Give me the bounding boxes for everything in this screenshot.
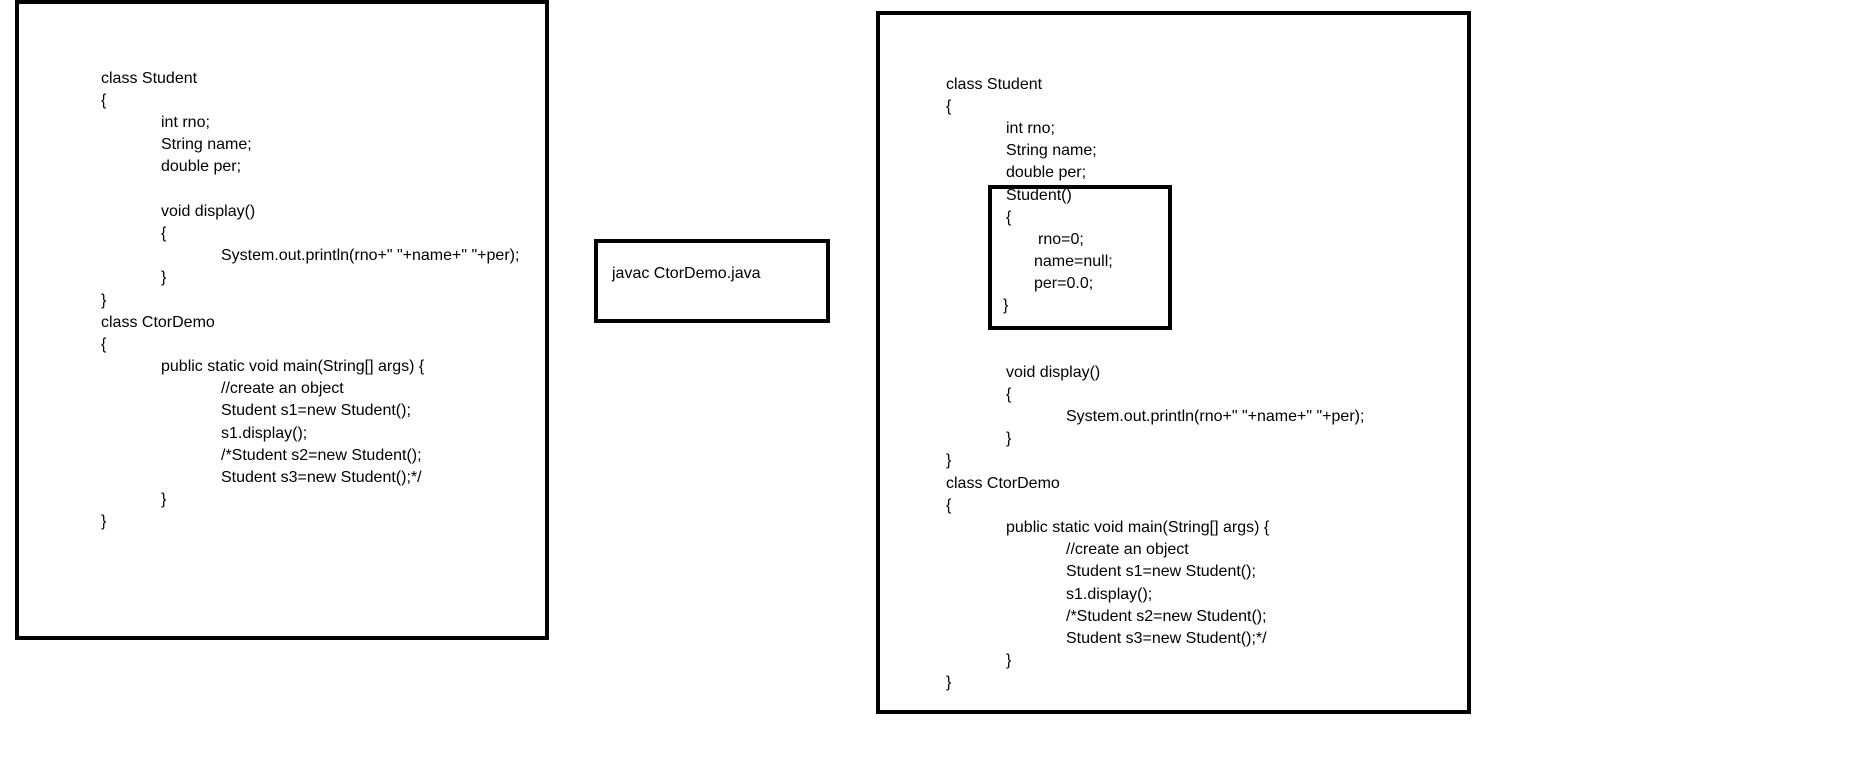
left-code-line: class Student	[101, 70, 198, 87]
right-code-line: }	[1006, 652, 1012, 669]
left-code-line: }	[161, 491, 167, 508]
left-code-line: Student s3=new Student();*/	[221, 469, 422, 486]
left-code-line: //create an object	[221, 380, 344, 397]
right-code-line: double per;	[1006, 164, 1087, 181]
right-code-line: public static void main(String[] args) {	[1006, 519, 1270, 536]
right-code-line: /*Student s2=new Student();	[1066, 608, 1267, 625]
right-code-line: int rno;	[1006, 120, 1055, 137]
left-code-line: class CtorDemo	[101, 314, 215, 331]
compile-command-text: javac CtorDemo.java	[612, 265, 761, 282]
right-code-line: rno=0;	[1038, 231, 1084, 248]
left-code-line: String name;	[161, 136, 252, 153]
constructor-highlight-box	[988, 185, 1172, 330]
left-code-box	[15, 0, 549, 640]
right-code-line: }	[1006, 430, 1012, 447]
right-code-line: String name;	[1006, 142, 1097, 159]
right-code-line: per=0.0;	[1034, 275, 1094, 292]
right-code-line: class CtorDemo	[946, 475, 1060, 492]
right-code-box	[876, 11, 1471, 714]
left-code-line: }	[161, 269, 167, 286]
right-code-line: //create an object	[1066, 541, 1189, 558]
right-code-line: }	[946, 452, 952, 469]
right-code-line: void display()	[1006, 364, 1101, 381]
left-code-line: }	[101, 292, 107, 309]
left-code-line: int rno;	[161, 114, 210, 131]
right-code-line: }	[1003, 297, 1009, 314]
right-code-line: {	[946, 497, 952, 514]
command-box	[594, 239, 830, 323]
left-code-line: {	[101, 92, 107, 109]
right-code-line: s1.display();	[1066, 586, 1153, 603]
right-code-line: name=null;	[1034, 253, 1113, 270]
right-code-line: class Student	[946, 76, 1043, 93]
right-code-line: System.out.println(rno+" "+name+" "+per)…	[1066, 408, 1365, 425]
left-code-line: s1.display();	[221, 425, 308, 442]
right-code-line: Student()	[1006, 187, 1072, 204]
left-code-line: double per;	[161, 158, 242, 175]
left-code-line: {	[161, 225, 167, 242]
left-code-line: }	[101, 513, 107, 530]
left-code-line: /*Student s2=new Student();	[221, 447, 422, 464]
right-code-line: Student s1=new Student();	[1066, 563, 1256, 580]
left-code-line: void display()	[161, 203, 256, 220]
left-code-line: {	[101, 336, 107, 353]
right-code-line: Student s3=new Student();*/	[1066, 630, 1267, 647]
right-code-line: {	[1006, 386, 1012, 403]
right-code-line: {	[1006, 209, 1012, 226]
left-code-line: Student s1=new Student();	[221, 402, 411, 419]
left-code-line: public static void main(String[] args) {	[161, 358, 425, 375]
left-code-line: System.out.println(rno+" "+name+" "+per)…	[221, 247, 520, 264]
right-code-line: {	[946, 98, 952, 115]
right-code-line: }	[946, 674, 952, 691]
